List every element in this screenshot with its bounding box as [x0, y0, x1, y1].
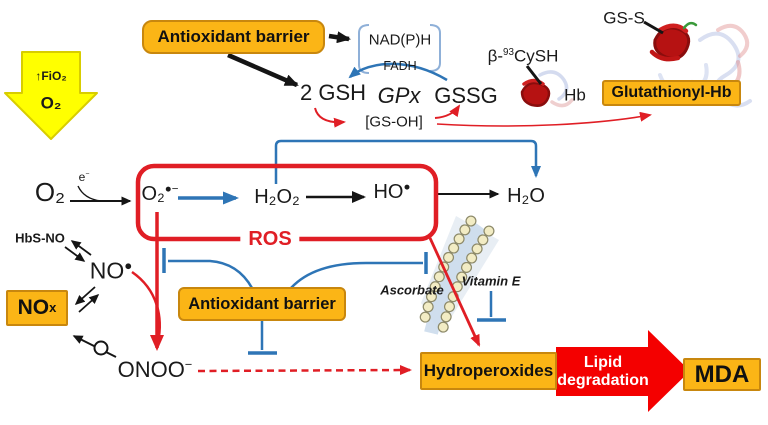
o2-substrate-label: O₂: [34, 177, 66, 207]
superoxide-label: O₂●−: [141, 182, 179, 205]
gss-label: GS-S: [603, 8, 645, 28]
arrow-hbsno-no-2: [70, 240, 92, 256]
nadph-label: NAD(P)H: [368, 31, 432, 49]
gssg-label: GSSG: [434, 83, 498, 108]
lipid-degradation-label: Lipid degradation: [557, 353, 649, 389]
lipid-bilayer-membrane: [417, 215, 499, 342]
arc-gssg-to-gsh: [348, 62, 448, 82]
gsoh-label: [GS-OH]: [365, 113, 423, 131]
black-arrows: [64, 20, 664, 358]
arrow-antioxidant-to-gsh: [227, 52, 299, 88]
path-h2o2-to-h2o: [274, 139, 541, 184]
arrow-gsoh-to-glutathionyl: [436, 111, 652, 127]
antioxidant-barrier-bottom-box: Antioxidant barrier: [178, 287, 346, 321]
inhibit-left-curve: [168, 259, 254, 289]
curve-no-to-onoo: [131, 270, 161, 343]
decomposition-circle: [93, 340, 109, 356]
water-label: H₂O: [507, 185, 545, 207]
gsh-label: 2 GSH: [299, 80, 367, 105]
inhibit-right-curve: [290, 261, 423, 289]
gpx-label: GPx: [377, 83, 421, 108]
red-lines: [131, 104, 652, 376]
vitamin-e-label: Vitamin E: [461, 273, 521, 289]
hydroperoxides-box: Hydroperoxides: [420, 352, 557, 390]
nadph-brackets: [358, 24, 441, 74]
fio2-label: ↑FiO₂: [35, 69, 67, 83]
antioxidant-barrier-top-box: Antioxidant barrier: [142, 20, 325, 54]
electron-curve: [77, 185, 102, 202]
arrow-gsh-to-gsoh: [314, 107, 346, 128]
blue-lines: [162, 62, 541, 355]
pointer-gss-to-hb: [643, 20, 664, 35]
arrow-hbsno-no-1: [64, 246, 86, 262]
arrow-gsoh-to-gssg: [434, 104, 461, 119]
o2-hyperoxia-label: O₂: [40, 93, 62, 113]
electron-label: e−: [78, 170, 90, 184]
glutathionyl-hb-box: Glutathionyl-Hb: [602, 80, 741, 106]
hb-label: Hb: [564, 85, 586, 105]
fadh-label: FADH: [383, 58, 417, 73]
h2o2-label: H₂O₂: [254, 186, 300, 208]
arrow-no-nox-1: [74, 286, 96, 306]
arrow-ros-to-hydroperoxides: [428, 237, 481, 347]
peroxynitrite-label: ONOO−: [117, 356, 193, 382]
ascorbate-label: Ascorbate: [380, 282, 444, 298]
pointer-cysh-to-hb: [525, 65, 543, 85]
no-radical-label: NO●: [89, 257, 133, 284]
hbsno-label: HbS-NO: [15, 230, 65, 246]
arrow-antioxidant-to-nadph: [328, 31, 351, 44]
beta-cysh-label: β-93CySH: [487, 46, 559, 66]
hb-structure-small: [520, 70, 574, 108]
mda-box: MDA: [683, 358, 761, 391]
ros-label: ROS: [240, 228, 300, 250]
hydroxyl-radical-label: HO●: [373, 180, 411, 203]
arrow-no-nox-2: [78, 293, 100, 313]
lipid-degradation-arrow: [556, 330, 690, 412]
dashed-arrow-onoo-to-hydroperoxides: [197, 365, 412, 376]
hyperoxia-down-arrow: [4, 51, 98, 140]
